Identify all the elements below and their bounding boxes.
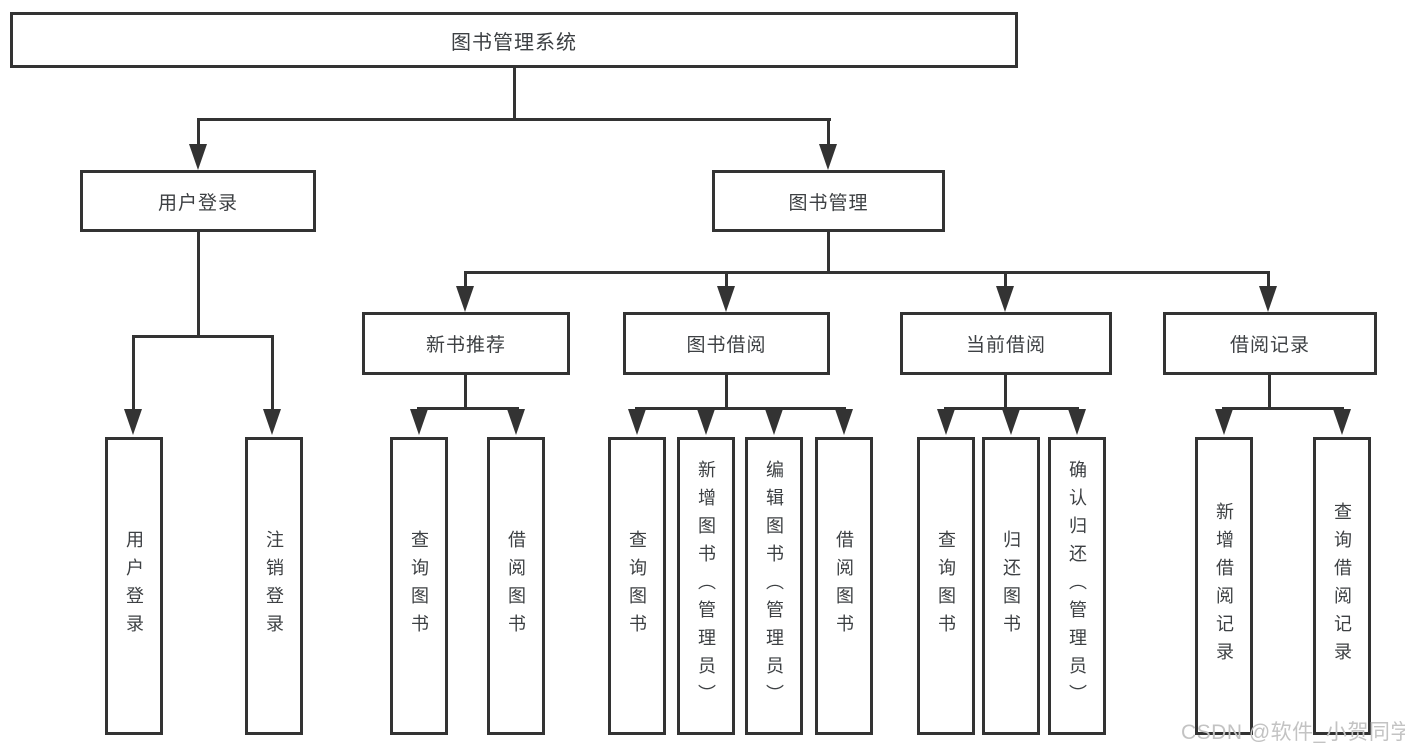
node-label: 借阅图书 (506, 530, 526, 642)
node-label: 确认归还（管理员） (1067, 460, 1087, 712)
connector-line (464, 271, 467, 290)
node-label: 用户登录 (157, 192, 238, 214)
node-user-login: 用户登录 (80, 170, 316, 232)
connector-line (464, 375, 467, 407)
connector-line (1267, 271, 1270, 290)
node-label: 查询图书 (936, 530, 956, 642)
arrow-down-icon (697, 409, 715, 435)
arrow-down-icon (717, 286, 735, 312)
node-current-borrowing: 当前借阅 (900, 312, 1112, 375)
connector-line (513, 68, 516, 118)
node-label: 图书管理系统 (451, 31, 577, 54)
node-label: 归还图书 (1001, 530, 1021, 642)
arrow-down-icon (628, 409, 646, 435)
arrow-down-icon (124, 409, 142, 435)
arrow-down-icon (765, 409, 783, 435)
connector-line (417, 407, 519, 410)
connector-line (197, 118, 831, 121)
leaf-return-books: 归还图书 (982, 437, 1040, 735)
node-label: 查询图书 (409, 530, 429, 642)
connector-line (1222, 407, 1344, 410)
arrow-down-icon (1333, 409, 1351, 435)
leaf-user-login: 用户登录 (105, 437, 163, 735)
leaf-query-books-current: 查询图书 (917, 437, 975, 735)
node-book-borrowing: 图书借阅 (623, 312, 830, 375)
arrow-down-icon (1259, 286, 1277, 312)
node-label: 当前借阅 (965, 335, 1046, 356)
node-label: 查询图书 (627, 530, 647, 642)
connector-line (827, 118, 830, 148)
node-label: 新书推荐 (425, 335, 506, 356)
node-label: 查询借阅记录 (1332, 502, 1352, 670)
leaf-query-books-borrowing: 查询图书 (608, 437, 666, 735)
arrow-down-icon (1068, 409, 1086, 435)
arrow-down-icon (456, 286, 474, 312)
leaf-add-books-admin: 新增图书（管理员） (677, 437, 735, 735)
arrow-down-icon (189, 144, 207, 170)
leaf-borrow-books: 借阅图书 (815, 437, 873, 735)
node-label: 新增图书（管理员） (696, 460, 716, 712)
connector-line (197, 118, 200, 148)
node-borrowing-records: 借阅记录 (1163, 312, 1377, 375)
connector-line (944, 407, 1079, 410)
node-new-book-recommend: 新书推荐 (362, 312, 570, 375)
leaf-borrow-books-recommend: 借阅图书 (487, 437, 545, 735)
node-label: 图书借阅 (686, 335, 767, 356)
node-label: 借阅图书 (834, 530, 854, 642)
leaf-edit-books-admin: 编辑图书（管理员） (745, 437, 803, 735)
arrow-down-icon (1002, 409, 1020, 435)
csdn-watermark: CSDN @软件_小贺同学 (1181, 721, 1405, 744)
connector-line (197, 232, 200, 335)
node-label: 用户登录 (124, 530, 144, 642)
leaf-query-borrow-record: 查询借阅记录 (1313, 437, 1371, 735)
connector-line (132, 335, 274, 338)
node-book-management: 图书管理 (712, 170, 945, 232)
connector-line (635, 407, 846, 410)
node-label: 图书管理 (788, 192, 869, 214)
connector-line (725, 271, 728, 290)
leaf-add-borrow-record: 新增借阅记录 (1195, 437, 1253, 735)
connector-line (464, 271, 1270, 274)
node-label: 新增借阅记录 (1214, 502, 1234, 670)
arrow-down-icon (263, 409, 281, 435)
arrow-down-icon (819, 144, 837, 170)
node-label: 借阅记录 (1229, 335, 1310, 356)
connector-line (725, 375, 728, 407)
connector-line (1268, 375, 1271, 407)
arrow-down-icon (835, 409, 853, 435)
node-library-management-system: 图书管理系统 (10, 12, 1018, 68)
arrow-down-icon (996, 286, 1014, 312)
node-label: 注销登录 (264, 530, 284, 642)
arrow-down-icon (507, 409, 525, 435)
leaf-logout: 注销登录 (245, 437, 303, 735)
leaf-confirm-return-admin: 确认归还（管理员） (1048, 437, 1106, 735)
arrow-down-icon (1215, 409, 1233, 435)
leaf-query-books-recommend: 查询图书 (390, 437, 448, 735)
node-label: 编辑图书（管理员） (764, 460, 784, 712)
connector-line (827, 232, 830, 271)
connector-line (1004, 375, 1007, 407)
arrow-down-icon (410, 409, 428, 435)
arrow-down-icon (937, 409, 955, 435)
connector-line (271, 335, 274, 411)
connector-line (1004, 271, 1007, 290)
connector-line (132, 335, 135, 411)
